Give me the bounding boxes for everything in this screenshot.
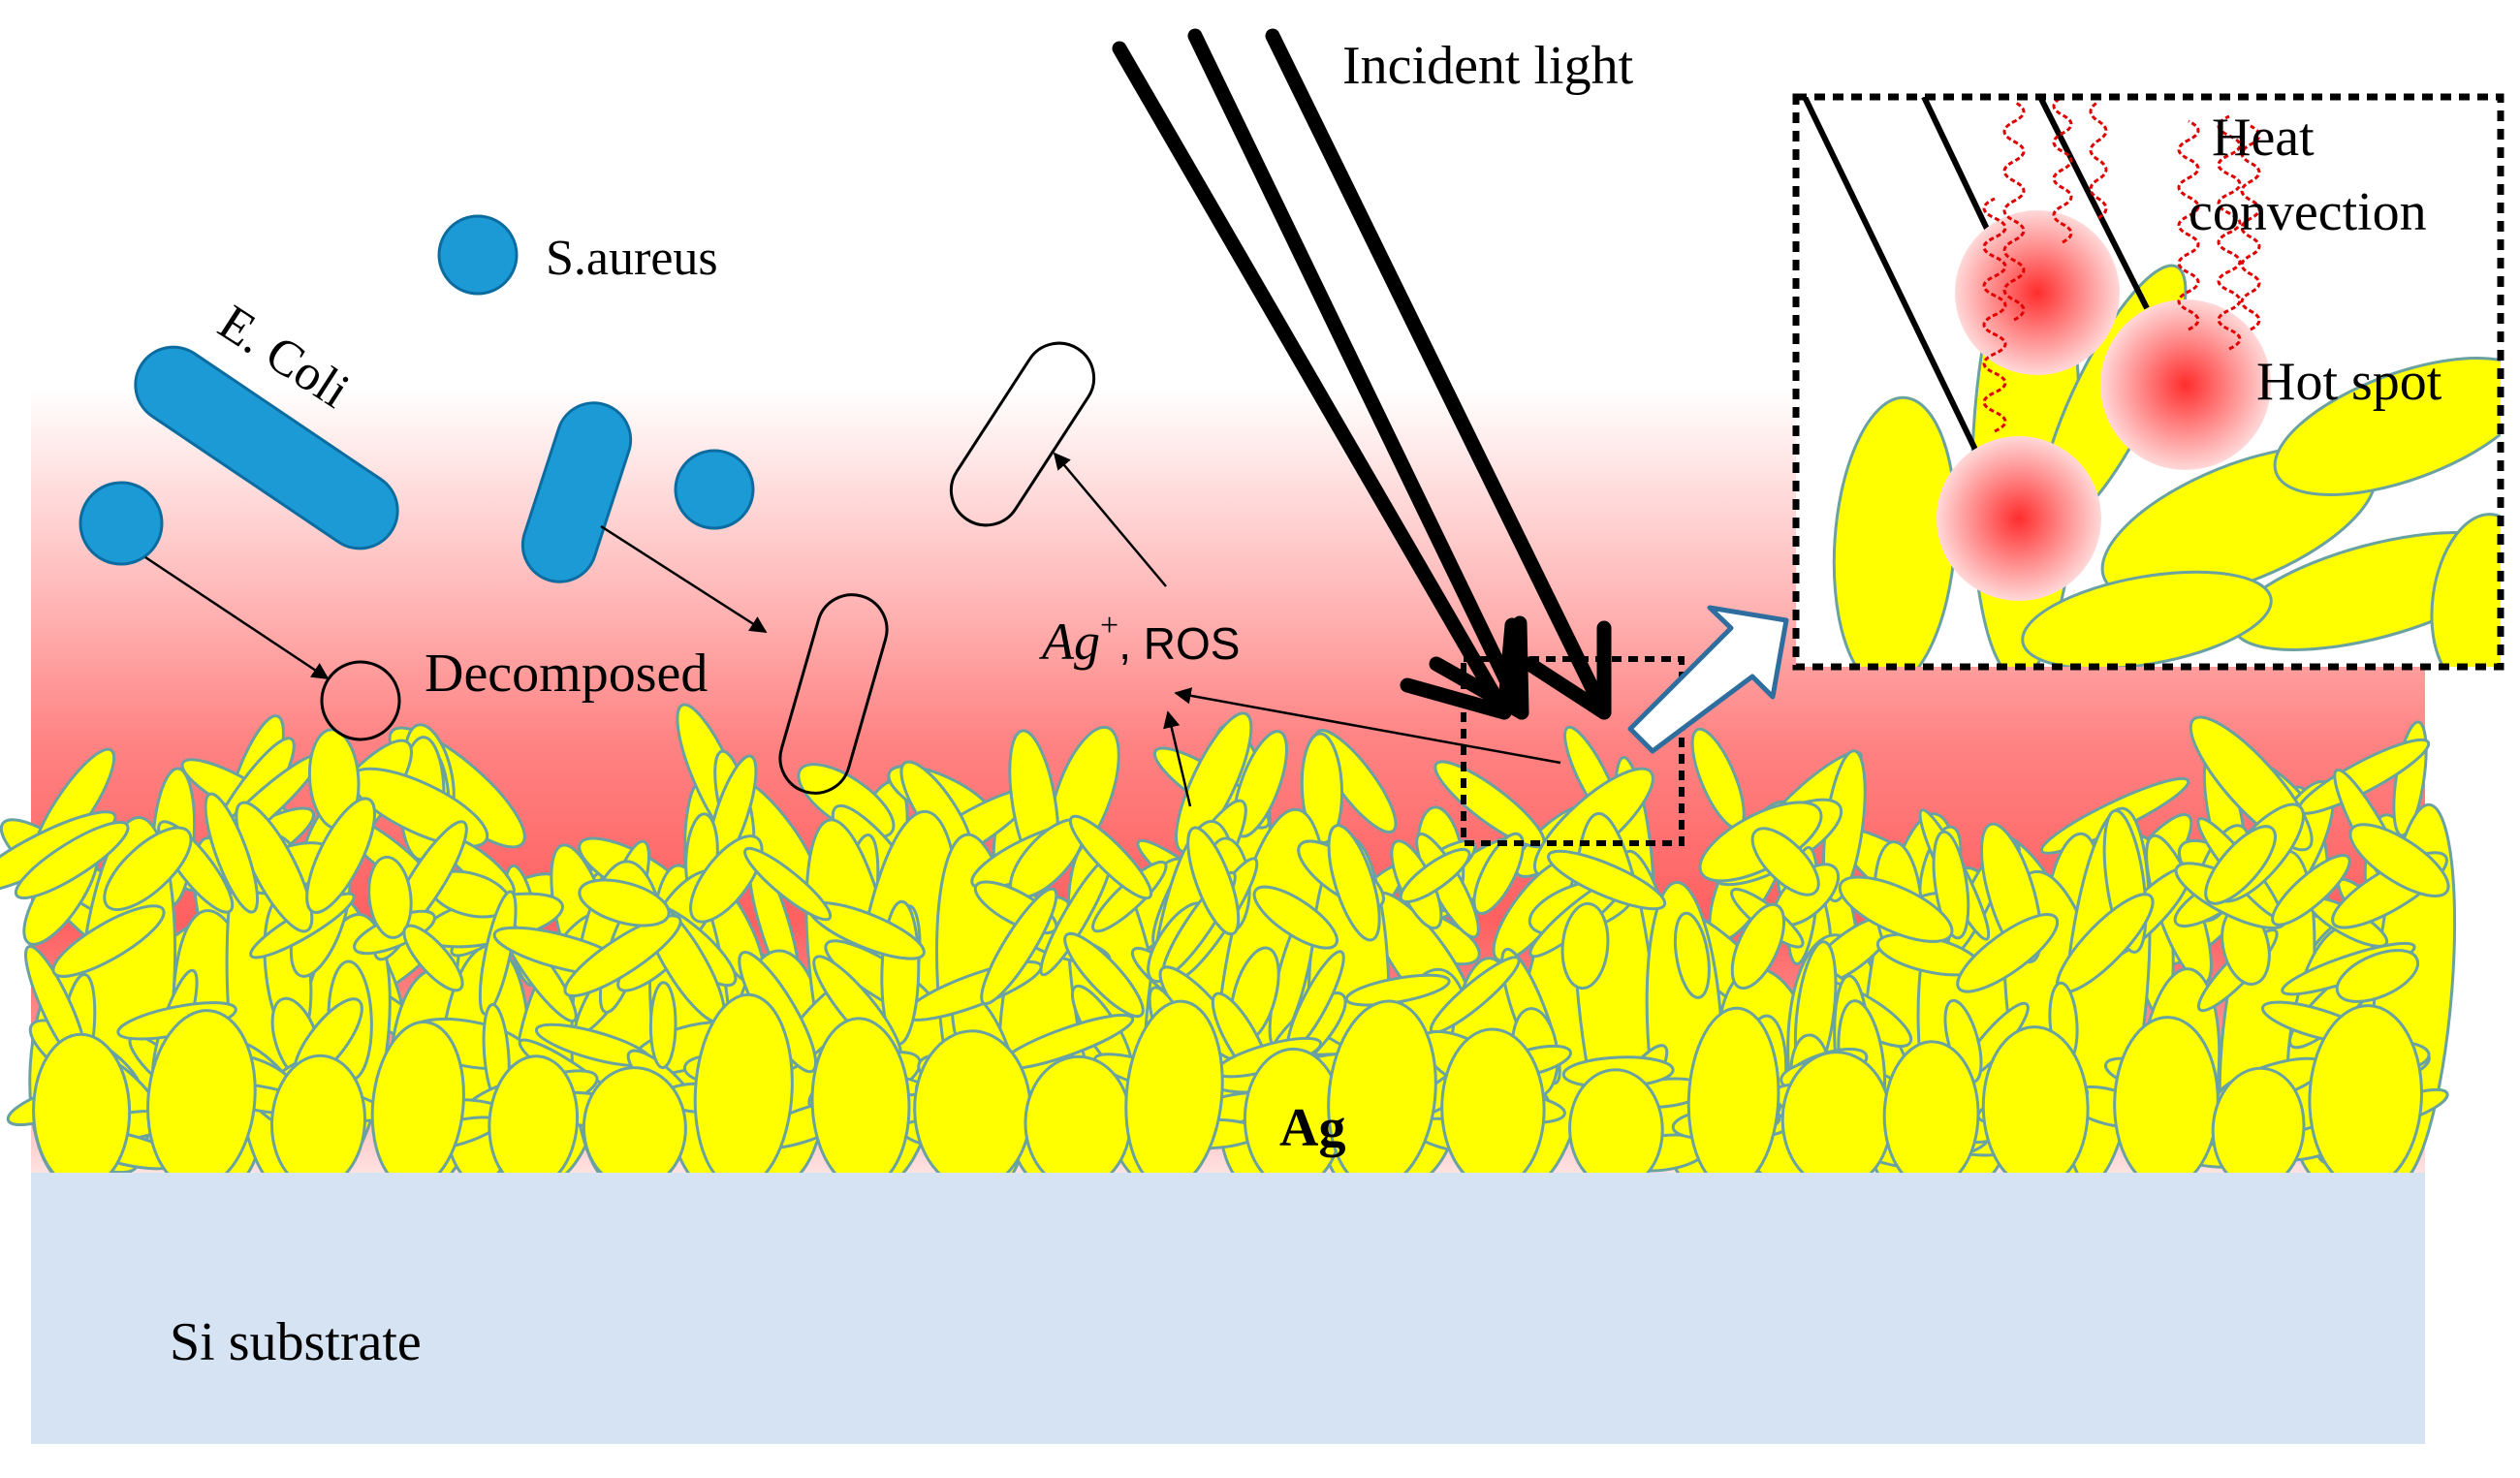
ag-nanoflake <box>204 792 260 914</box>
convection-wave <box>2240 124 2261 331</box>
ag-nanoflake <box>1547 849 1667 911</box>
ag-label: Ag <box>1279 1098 1345 1158</box>
e-coli-cell <box>134 345 399 550</box>
incident-light-label: Incident light <box>1342 36 1634 96</box>
s-aureus-label: S.aureus <box>546 231 718 286</box>
e-coli-cell <box>520 401 633 583</box>
ag-nanoflake <box>2348 823 2450 897</box>
decomposed-coccus <box>320 660 401 741</box>
hot-spot-inset <box>1792 93 2504 671</box>
convection-wave <box>2089 100 2108 220</box>
ag-nanoflake <box>305 797 377 914</box>
ag-nanoflake <box>2021 570 2273 667</box>
ag-nanoflake <box>980 887 1058 1006</box>
hot-spot <box>1937 436 2101 601</box>
ag-nanoflake <box>1399 847 1471 904</box>
si-substrate <box>31 1173 2425 1444</box>
ag-nanoflake <box>32 1032 132 1190</box>
ag-nanoflake <box>1956 913 2060 993</box>
ag-nanoflake <box>2204 825 2277 905</box>
heat-convection-label-line2: convection <box>2189 182 2427 242</box>
arrow-down-right-icon <box>1112 28 1612 720</box>
decomposed-rod <box>778 593 889 795</box>
ag-nanoflake <box>1730 902 1786 991</box>
ag-nanoflake <box>1440 1027 1546 1190</box>
convection-wave <box>2177 119 2200 331</box>
ag-nanoflake <box>1750 827 1820 896</box>
hot-spot-label: Hot spot <box>2256 352 2442 412</box>
convection-wave <box>1982 197 2007 433</box>
ag-nanoflake <box>1327 824 1381 942</box>
heat-convection-waves <box>1982 97 2261 433</box>
ag-nanoflake <box>913 1029 1032 1190</box>
ag-nanoflake <box>1780 1051 1893 1190</box>
ag-nanoflake <box>1175 711 1253 854</box>
ros-text: , ROS <box>1118 618 1240 669</box>
ros-release-arrow <box>1174 687 1561 765</box>
convection-wave <box>2052 97 2073 244</box>
ag-nanoflake <box>2430 513 2501 667</box>
heat-convection-label-line1: Heat <box>2212 108 2315 168</box>
ag-nanoflake <box>1882 1040 1980 1190</box>
ag-nanostructure-layer <box>0 703 2457 1190</box>
ag-nanoflake <box>1252 885 1339 950</box>
decomposed-label: Decomposed <box>425 644 708 704</box>
si-substrate-label: Si substrate <box>170 1312 422 1372</box>
hot-spot <box>2100 299 2271 470</box>
ag-nanoflake <box>1024 1054 1132 1190</box>
ag-nanoflake <box>51 904 166 978</box>
ag-nanoflake <box>1472 832 1525 915</box>
decompose-arrow <box>600 524 768 634</box>
ag-nanoflake <box>578 878 671 928</box>
ag-nanoflake <box>648 981 677 1070</box>
hot-spot <box>1955 210 2120 375</box>
zoom-region-box <box>1461 656 1685 846</box>
ag-nanoflake <box>2271 854 2351 927</box>
ag-nanoflake <box>2273 357 2501 496</box>
ag-nanoflake <box>367 855 413 939</box>
ag-ion-base: Ag <box>1039 613 1100 671</box>
s-aureus-cell <box>674 449 755 530</box>
ag-nanoflake <box>402 924 464 992</box>
ag-nanoflake <box>2335 949 2420 1003</box>
decompose-arrow <box>144 555 330 680</box>
convection-wave <box>2217 114 2242 351</box>
ag-nanoflake <box>1186 826 1241 936</box>
ag-nanoflake <box>1063 931 1145 1019</box>
ag-nanoflake <box>743 846 833 922</box>
ag-nanoflake <box>1673 911 1711 999</box>
ag-nanoflake <box>103 826 193 912</box>
ag-ion-sup: + <box>1100 608 1118 644</box>
ag-nanoflake <box>1560 901 1610 991</box>
ag-nanoflake <box>582 1066 687 1190</box>
s-aureus-cell <box>79 481 164 566</box>
ag-nanoflake <box>1932 830 1970 940</box>
ag-nanoflake <box>689 834 764 924</box>
ag-ion-ros-label: Ag+, ROS <box>1039 608 1240 671</box>
ag-nanoflake <box>1091 860 1168 933</box>
ros-release-arrow <box>1163 710 1192 807</box>
inset-frame <box>1792 93 2504 671</box>
block-arrow-up-right-icon <box>1627 605 1789 754</box>
decomposed-rod <box>949 341 1096 527</box>
ag-nanoflake <box>563 914 682 997</box>
ag-nanoflake <box>1838 875 1954 943</box>
convection-wave <box>2002 100 2026 322</box>
ros-arrow <box>1053 452 1167 587</box>
ag-nanoflake <box>14 820 130 900</box>
s-aureus-cell <box>437 214 519 296</box>
ag-nanoflake <box>1068 814 1153 900</box>
